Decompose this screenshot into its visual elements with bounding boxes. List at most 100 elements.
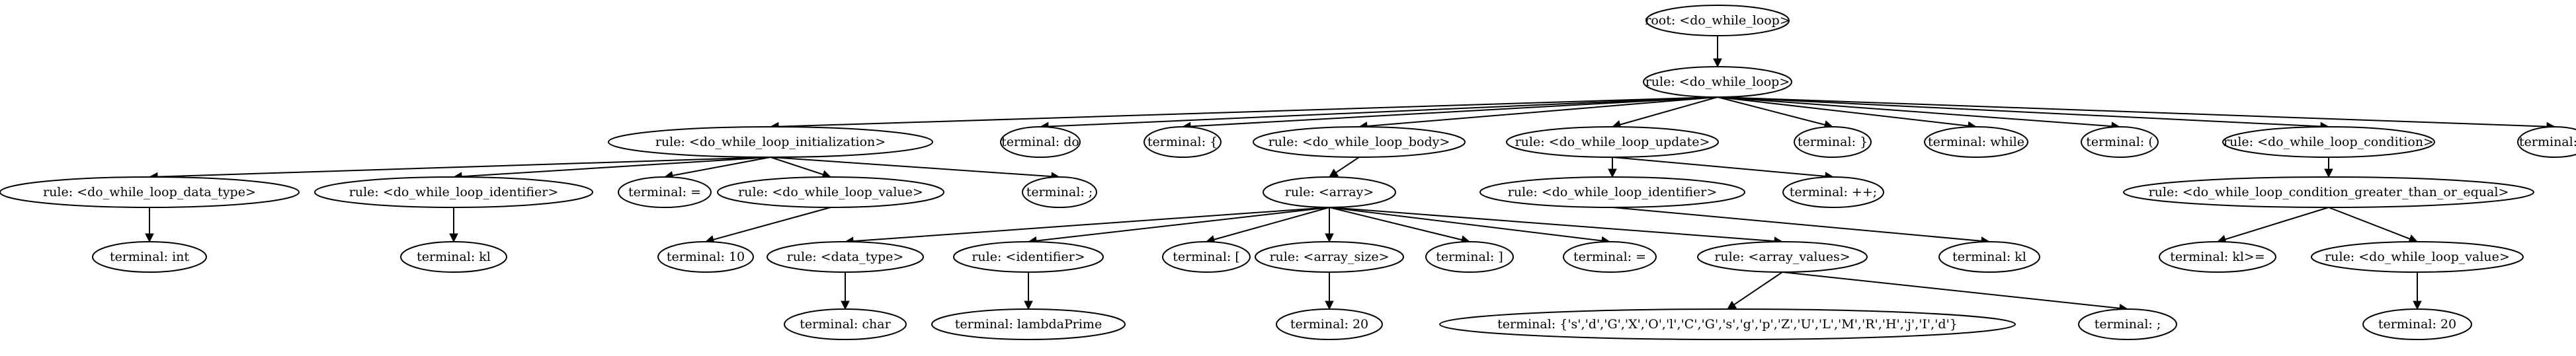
node-label: rule: <do_while_loop_body> — [1268, 135, 1450, 149]
tree-edge — [461, 157, 771, 178]
node-ellipse — [2159, 241, 2276, 273]
tree-edge — [1366, 96, 1718, 127]
node-ellipse — [1022, 176, 1097, 208]
tree-node: terminal: ++; — [1782, 176, 1884, 208]
node-ellipse — [1479, 176, 1745, 208]
edge-arrowhead — [1325, 233, 1334, 243]
node-label: terminal: int — [110, 250, 189, 264]
tree-node: terminal: { — [1143, 126, 1222, 158]
edge-arrowhead — [1727, 301, 1737, 310]
node-label: terminal: ; — [1026, 185, 1093, 199]
tree-edge — [1329, 207, 1775, 242]
node-label: terminal: = — [628, 185, 701, 199]
node-label: rule: <do_while_loop_update> — [1515, 135, 1710, 149]
node-label: terminal: kl — [417, 250, 491, 264]
edge-arrowhead — [1329, 168, 1339, 178]
tree-edge — [1782, 271, 2120, 309]
tree-edge — [1329, 207, 1602, 242]
node-label: terminal: 20 — [1290, 317, 1368, 332]
tree-node: rule: <do_while_loop_initialization> — [608, 126, 933, 158]
tree-edge — [157, 157, 771, 178]
node-ellipse — [1506, 126, 1719, 158]
node-ellipse — [2081, 126, 2159, 158]
tree-edge — [1717, 96, 2112, 127]
node-ellipse — [2123, 176, 2534, 208]
tree-node: rule: <array> — [1263, 176, 1396, 208]
tree-node: terminal: kl — [400, 241, 507, 273]
node-label: rule: <array_size> — [1269, 250, 1389, 264]
tree-node: rule: <array_size> — [1255, 241, 1404, 273]
node-ellipse — [2362, 308, 2472, 340]
node-ellipse — [1645, 5, 1790, 36]
node-label: rule: <data_type> — [787, 250, 904, 264]
edge-arrowhead — [449, 233, 458, 243]
tree-node: terminal: kl>= — [2159, 241, 2276, 273]
node-ellipse — [953, 241, 1104, 273]
tree-node: terminal: 10 — [657, 241, 754, 273]
node-ellipse — [931, 308, 1126, 340]
tree-node: rule: <do_while_loop_identifier> — [314, 176, 593, 208]
tree-edge — [1717, 96, 1825, 125]
node-ellipse — [314, 176, 593, 208]
node-label: terminal: 20 — [2378, 317, 2456, 332]
tree-node: rule: <do_while_loop_condition_greater_t… — [2123, 176, 2534, 208]
node-ellipse — [1253, 126, 1466, 158]
tree-edge — [1612, 157, 1826, 177]
tree-edges — [145, 36, 2556, 313]
tree-edge — [1048, 96, 1718, 127]
tree-node: rule: <array_values> — [1697, 241, 1868, 273]
node-label: rule: <array_values> — [1714, 250, 1850, 264]
node-label: terminal: 10 — [667, 250, 745, 264]
tree-node: terminal: ; — [2078, 308, 2177, 340]
node-ellipse — [1563, 241, 1657, 273]
node-label: terminal: ++; — [1790, 185, 1877, 199]
node-ellipse — [717, 176, 944, 208]
edge-arrowhead — [1325, 301, 1334, 310]
tree-node: rule: <do_while_loop_value> — [717, 176, 944, 208]
node-ellipse — [618, 176, 712, 208]
tree-node: rule: <do_while_loop_body> — [1253, 126, 1466, 158]
tree-node: terminal: } — [1794, 126, 1872, 158]
node-label: terminal: { — [1147, 135, 1218, 149]
tree-node: rule: <do_while_loop_data_type> — [0, 176, 300, 208]
tree-node: rule: <do_while_loop_value> — [2311, 241, 2524, 273]
node-ellipse — [1425, 241, 1514, 273]
edge-arrowhead — [1024, 301, 1033, 310]
tree-node: terminal: ; — [1022, 176, 1097, 208]
tree-node: terminal: 20 — [1276, 308, 1383, 340]
tree-edge — [1612, 207, 1982, 242]
node-label: rule: <do_while_loop_initialization> — [655, 135, 886, 149]
node-ellipse — [784, 308, 907, 340]
tree-edge — [1190, 96, 1718, 127]
node-ellipse — [1938, 241, 2040, 273]
node-label: rule: <do_while_loop_identifier> — [1508, 185, 1717, 199]
node-ellipse — [2078, 308, 2177, 340]
tree-node: rule: <identifier> — [953, 241, 1104, 273]
node-label: rule: <do_while_loop_identifier> — [349, 185, 558, 199]
tree-edge — [1717, 96, 1969, 127]
tree-edge — [2225, 207, 2329, 240]
node-ellipse — [1697, 241, 1868, 273]
node-label: terminal: char — [800, 317, 891, 332]
node-label: terminal: [ — [1173, 250, 1240, 264]
node-ellipse — [1643, 66, 1792, 98]
node-label: root: <do_while_loop> — [1645, 13, 1790, 28]
node-label: terminal: kl>= — [2170, 250, 2265, 264]
tree-edge — [1733, 271, 1783, 306]
tree-node: terminal: [ — [1162, 241, 1251, 273]
tree-node: terminal: ); — [2517, 126, 2576, 158]
node-label: rule: <array> — [1285, 185, 1374, 199]
tree-node: terminal: while — [1924, 126, 2028, 158]
tree-nodes: root: <do_while_loop> rule: <do_while_loo… — [0, 5, 2576, 340]
node-ellipse — [1255, 241, 1404, 273]
node-label: terminal: } — [1798, 135, 1868, 149]
node-ellipse — [1782, 176, 1884, 208]
node-label: rule: <do_while_loop_condition> — [2223, 135, 2434, 149]
tree-edge — [852, 207, 1330, 242]
edge-arrowhead — [2324, 168, 2333, 178]
tree-node: terminal: kl — [1938, 241, 2040, 273]
tree-node: terminal: 20 — [2362, 308, 2472, 340]
tree-edge — [713, 207, 831, 240]
tree-edge — [770, 157, 1052, 178]
